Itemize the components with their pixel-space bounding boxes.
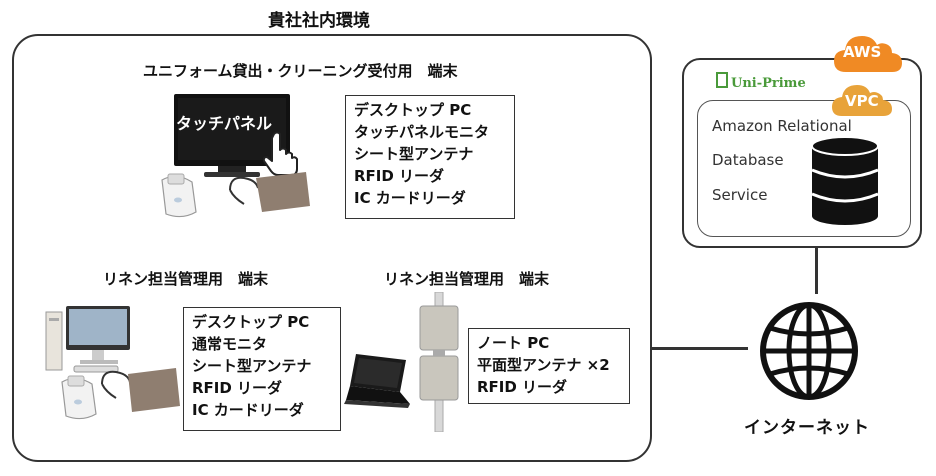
spec-item: シート型アンテナ xyxy=(192,357,312,375)
connection-line xyxy=(815,248,818,294)
spec-item: タッチパネルモニタ xyxy=(354,123,490,141)
linen-laptop-title: リネン担当管理用 端末 xyxy=(384,270,550,288)
spec-item: RFID リーダ xyxy=(477,378,568,396)
environment-title: 貴社社内環境 xyxy=(268,11,370,31)
linen-laptop-spec-box: ノート PC 平面型アンテナ ×2 RFID リーダ xyxy=(468,328,630,404)
vpc-box xyxy=(697,100,911,237)
antenna-pad-icon xyxy=(229,172,310,212)
reception-terminal-title: ユニフォーム貸出・クリーニング受付用 端末 xyxy=(143,62,458,80)
rds-line: Database xyxy=(712,151,784,169)
spec-item: シート型アンテナ xyxy=(354,145,474,163)
spec-item: デスクトップ PC xyxy=(192,313,310,331)
panel-antenna-icon xyxy=(419,292,459,432)
spec-item: ノート PC xyxy=(477,334,550,352)
database-icon xyxy=(811,136,879,225)
brand-mark-icon xyxy=(716,72,728,88)
globe-icon xyxy=(760,302,858,400)
touch-monitor-icon xyxy=(174,94,290,177)
internet-label: インターネット xyxy=(744,418,870,438)
connection-line xyxy=(652,347,748,350)
linen-desktop-spec-box: デスクトップ PC 通常モニタ シート型アンテナ RFID リーダ IC カード… xyxy=(183,307,341,431)
spec-item: 平面型アンテナ ×2 xyxy=(477,356,610,374)
cloud-icon xyxy=(834,36,902,72)
antenna-pad-icon xyxy=(101,368,180,412)
brand-logo: Uni-Prime xyxy=(716,72,806,91)
laptop-icon xyxy=(344,354,410,408)
spec-item: IC カードリーダ xyxy=(354,189,466,207)
company-environment-box xyxy=(12,34,652,462)
spec-item: RFID リーダ xyxy=(354,167,445,185)
desktop-pc-icon xyxy=(45,306,130,373)
spec-item: RFID リーダ xyxy=(192,379,283,397)
aws-cloud-box xyxy=(682,58,922,248)
brand-name: Uni-Prime xyxy=(731,76,806,91)
vpc-label: VPC xyxy=(845,92,879,110)
touch-hand-icon xyxy=(262,131,298,176)
spec-item: IC カードリーダ xyxy=(192,401,304,419)
card-reader-icon xyxy=(161,173,197,218)
monitor-text: タッチパネル xyxy=(176,114,273,133)
rds-line: Service xyxy=(712,186,768,204)
spec-item: 通常モニタ xyxy=(192,335,268,353)
reception-spec-box: デスクトップ PC タッチパネルモニタ シート型アンテナ RFID リーダ IC… xyxy=(345,95,515,219)
card-reader-icon xyxy=(61,375,97,420)
rds-line: Amazon Relational xyxy=(712,117,852,135)
cloud-icon xyxy=(832,85,892,116)
spec-item: デスクトップ PC xyxy=(354,101,472,119)
aws-label: AWS xyxy=(843,43,882,61)
linen-desktop-title: リネン担当管理用 端末 xyxy=(103,270,269,288)
